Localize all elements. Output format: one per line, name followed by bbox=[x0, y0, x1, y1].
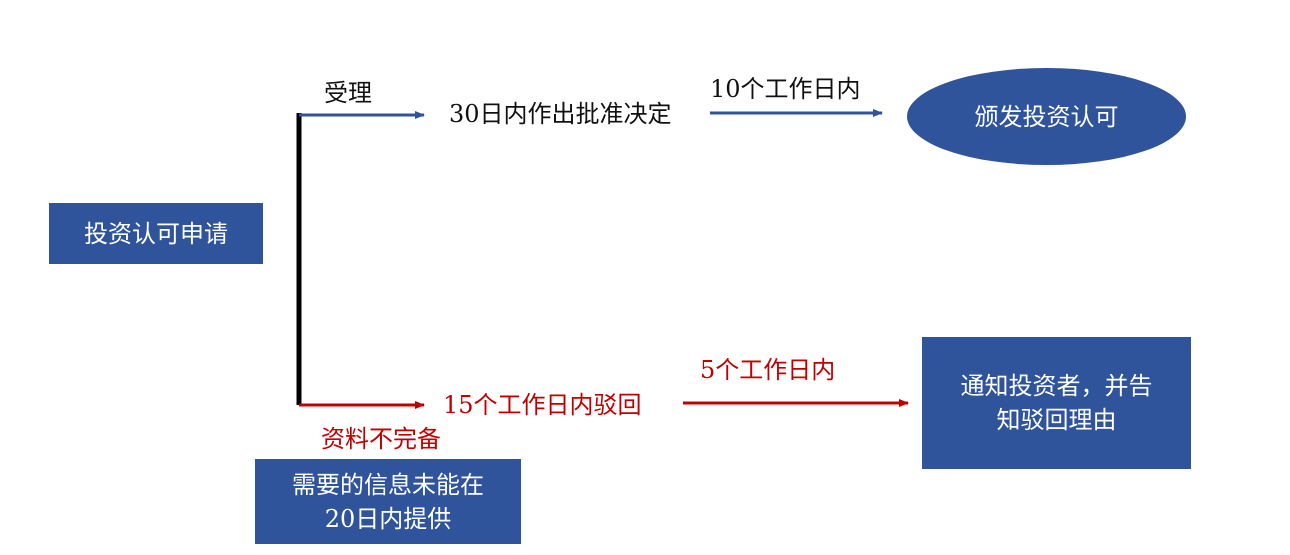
ten-days-label: 10个工作日内 bbox=[710, 75, 861, 103]
issue-approval-ellipse: 颁发投资认可 bbox=[907, 68, 1186, 165]
notify-investor-box: 通知投资者，并告 知驳回理由 bbox=[922, 337, 1191, 469]
info-not-provided-label: 需要的信息未能在 20日内提供 bbox=[292, 470, 484, 533]
application-box: 投资认可申请 bbox=[49, 203, 263, 264]
info-not-provided-box: 需要的信息未能在 20日内提供 bbox=[255, 459, 521, 544]
accept-label: 受理 bbox=[324, 79, 372, 107]
decision-label: 30日内作出批准决定 bbox=[449, 100, 672, 128]
application-label: 投资认可申请 bbox=[84, 219, 228, 248]
five-days-label: 5个工作日内 bbox=[700, 356, 836, 384]
reject-label: 15个工作日内驳回 bbox=[443, 391, 642, 419]
incomplete-label: 资料不完备 bbox=[321, 425, 441, 453]
issue-approval-label: 颁发投资认可 bbox=[974, 102, 1119, 131]
notify-investor-label: 通知投资者，并告 知驳回理由 bbox=[960, 372, 1153, 434]
